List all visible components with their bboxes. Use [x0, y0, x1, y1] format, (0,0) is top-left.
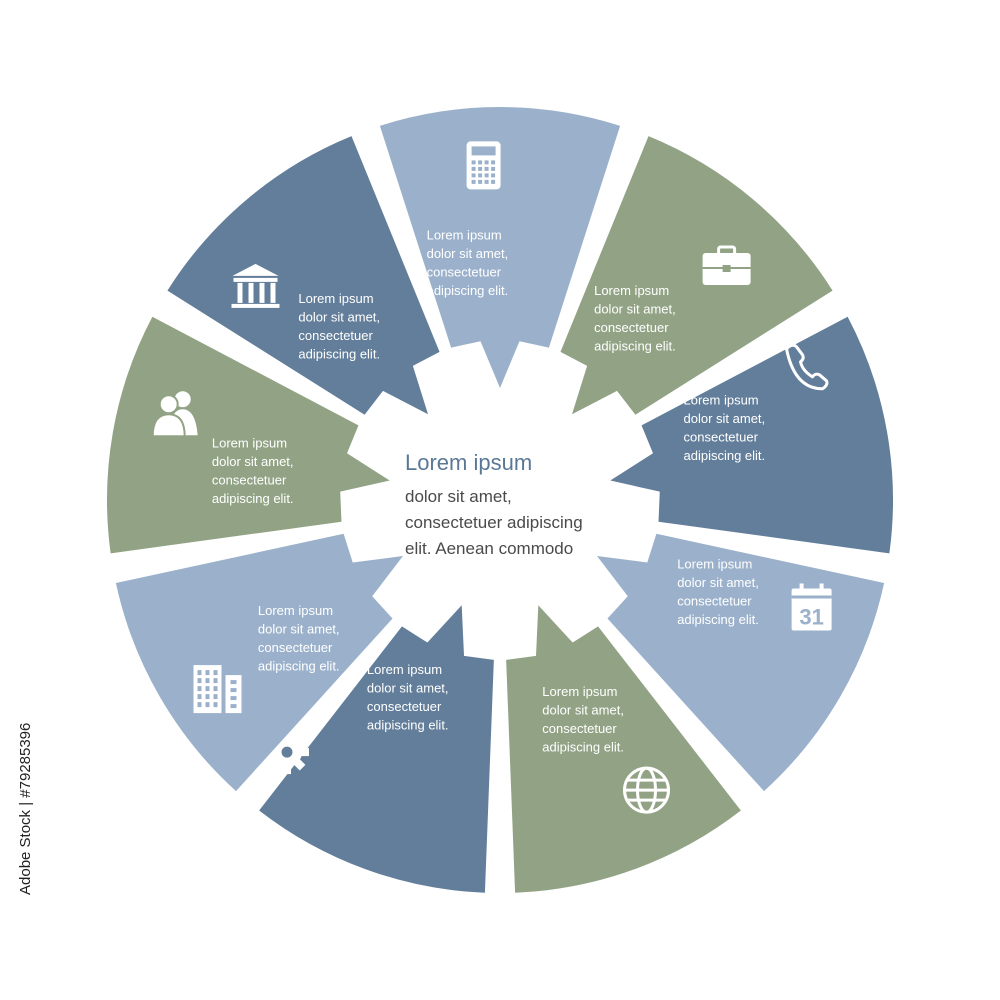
phone-icon: [785, 343, 829, 391]
segment-text-line: Lorem ipsum: [542, 684, 617, 699]
segment-text: Lorem ipsum dolor sit amet, consectetuer ad…: [684, 393, 766, 464]
segment-text-line: adipiscing elit.: [684, 448, 766, 463]
segments-layer: Lorem ipsum dolor sit amet, consectetuer ad…: [106, 107, 893, 893]
segment-bank: [167, 136, 440, 415]
segment-text-line: dolor sit amet,: [367, 681, 449, 696]
segment-text-line: consectetuer: [212, 472, 287, 487]
center-line: elit. Aenean commodo: [405, 539, 573, 558]
segment-text-line: Lorem ipsum: [594, 283, 669, 298]
stock-id-label: Adobe Stock | #79285396: [17, 723, 34, 895]
segment-text-line: consectetuer: [542, 721, 617, 736]
segment-text-line: adipiscing elit.: [594, 338, 676, 353]
segment-text-line: Lorem ipsum: [677, 557, 752, 572]
segment-text-line: dolor sit amet,: [542, 703, 624, 718]
segment-text-line: Lorem ipsum: [427, 228, 502, 243]
segment-text: Lorem ipsum dolor sit amet, consectetuer ad…: [427, 228, 509, 299]
segment-text: Lorem ipsum dolor sit amet, consectetuer ad…: [594, 283, 676, 354]
segment-text-line: consectetuer: [684, 430, 759, 445]
segment-buildings: [115, 533, 404, 792]
center-text-block: Lorem ipsum dolor sit amet, consectetuer…: [405, 450, 583, 558]
segment-text: Lorem ipsum dolor sit amet, consectetuer ad…: [542, 684, 624, 755]
segment-text-line: adipiscing elit.: [258, 659, 340, 674]
calendar-icon: 31: [791, 583, 832, 631]
segment-text-line: dolor sit amet,: [212, 454, 294, 469]
segment-text-line: adipiscing elit.: [542, 740, 624, 755]
briefcase-icon: [702, 245, 751, 285]
segment-text: Lorem ipsum dolor sit amet, consectetuer ad…: [212, 435, 294, 506]
segment-text: Lorem ipsum dolor sit amet, consectetuer ad…: [677, 557, 759, 628]
segment-text-line: Lorem ipsum: [367, 662, 442, 677]
segment-text-line: consectetuer: [367, 699, 442, 714]
calculator-icon: [466, 141, 501, 190]
segment-text-line: adipiscing elit.: [677, 612, 759, 627]
segment-text-line: Lorem ipsum: [212, 435, 287, 450]
center-line: consectetuer adipiscing: [405, 513, 583, 532]
segment-text-line: dolor sit amet,: [427, 246, 509, 261]
segment-text-line: consectetuer: [258, 640, 333, 655]
people-icon: [151, 389, 200, 438]
segment-text-line: adipiscing elit.: [298, 346, 380, 361]
segment-text-line: adipiscing elit.: [212, 491, 294, 506]
center-line: dolor sit amet,: [405, 487, 512, 506]
segment-text-line: dolor sit amet,: [684, 411, 766, 426]
segment-globe: [506, 605, 741, 893]
segment-text: Lorem ipsum dolor sit amet, consectetuer ad…: [258, 603, 340, 674]
center-title: Lorem ipsum: [405, 450, 532, 475]
segment-text-line: Lorem ipsum: [298, 291, 373, 306]
segment-briefcase: [560, 136, 833, 415]
buildings-icon: [193, 665, 242, 714]
segment-text-line: Lorem ipsum: [258, 603, 333, 618]
bank-icon: [231, 263, 280, 308]
calendar-day-label: 31: [799, 605, 823, 630]
segment-text-line: consectetuer: [677, 594, 752, 609]
segment-text-line: adipiscing elit.: [367, 718, 449, 733]
segment-text-line: adipiscing elit.: [427, 283, 509, 298]
segment-text: Lorem ipsum dolor sit amet, consectetuer ad…: [367, 662, 449, 733]
segment-calculator: [379, 107, 621, 388]
segment-text-line: consectetuer: [594, 320, 669, 335]
segment-text-line: Lorem ipsum: [684, 393, 759, 408]
segment-text-line: consectetuer: [427, 265, 502, 280]
segment-text: Lorem ipsum dolor sit amet, consectetuer ad…: [298, 291, 380, 362]
segment-gear: [259, 605, 494, 893]
segment-text-line: dolor sit amet,: [258, 622, 340, 637]
segment-text-line: dolor sit amet,: [594, 301, 676, 316]
globe-icon: [623, 766, 670, 814]
segment-text-line: dolor sit amet,: [298, 309, 380, 324]
segment-text-line: consectetuer: [298, 328, 373, 343]
segment-people: [106, 316, 390, 554]
segment-text-line: dolor sit amet,: [677, 575, 759, 590]
